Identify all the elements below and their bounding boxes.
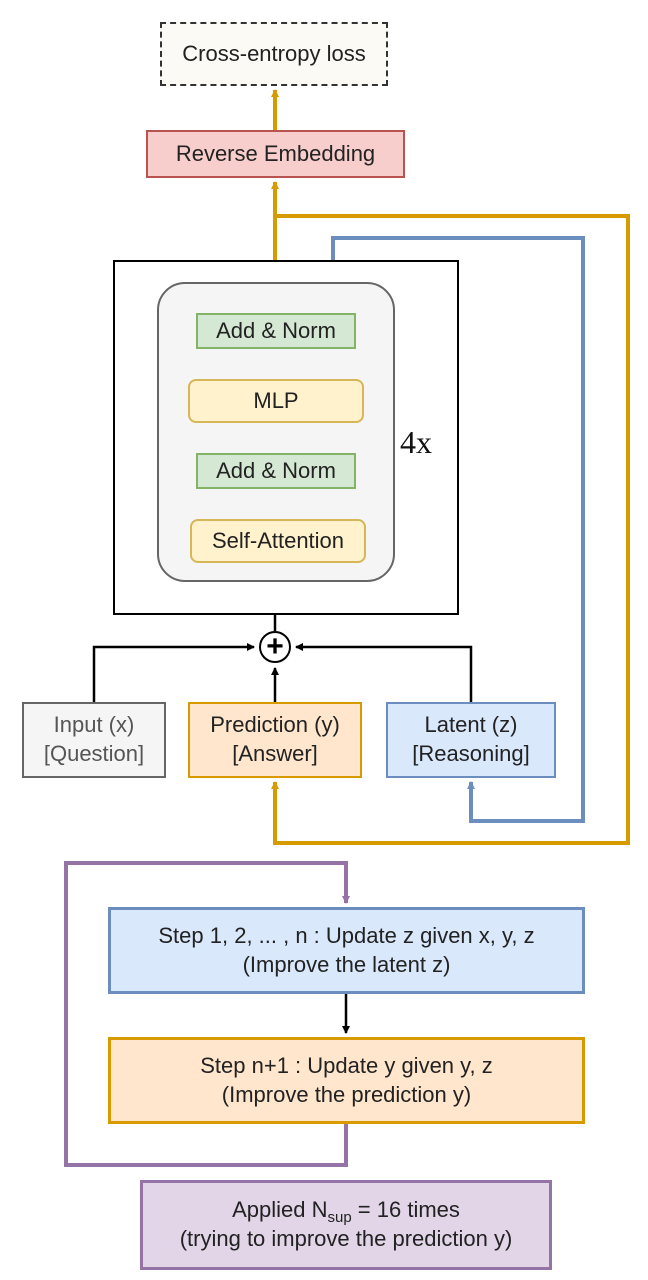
reverse-embedding-box: Reverse Embedding [146,130,405,178]
add-norm-bottom-box: Add & Norm [196,453,356,489]
input-line1: Input (x) [53,712,135,738]
self-attention-box: Self-Attention [190,519,366,563]
plus-symbol: + [266,630,284,663]
loop-recursion [64,861,350,1167]
loss-label: Cross-entropy loss [182,40,366,66]
applied-line1: Applied Nsup = 16 times [232,1196,460,1225]
self-attention-label: Self-Attention [211,527,345,553]
reverse-embedding-label: Reverse Embedding [175,140,376,166]
step2-line1: Step n+1 : Update y given y, z [200,1052,493,1078]
latent-line2: [Reasoning] [412,741,530,766]
latent-z-box: Latent (z) [Reasoning] [386,702,556,778]
prediction-line1: Prediction (y) [210,712,340,738]
prediction-y-box: Prediction (y) [Answer] [188,702,362,778]
feedback-loop-latent [331,236,585,823]
add-norm-top-box: Add & Norm [196,313,356,349]
applied-subscript: sup [327,1209,352,1227]
step2-line2: (Improve the prediction y) [221,1081,472,1107]
latent-line1: Latent (z) [424,712,518,738]
mlp-box: MLP [188,379,364,423]
applied-nsup-box: Applied Nsup = 16 times (trying to impro… [140,1180,552,1270]
step-update-z-box: Step 1, 2, ... , n : Update z given x, y… [108,907,585,994]
prediction-line2: [Answer] [232,741,318,766]
arrow-latent-to-plus [295,643,473,702]
applied-suffix: = 16 times [351,1197,460,1223]
applied-prefix: Applied N [232,1197,328,1223]
step-update-y-box: Step n+1 : Update y given y, z (Improve … [108,1037,585,1124]
repeat-count-label: 4x [400,424,432,460]
add-norm-top-label: Add & Norm [216,317,336,343]
input-line2: [Question] [43,741,145,766]
arrow-input-to-plus [92,643,255,702]
applied-line2: (trying to improve the prediction y) [179,1226,513,1251]
add-norm-bottom-label: Add & Norm [216,457,336,483]
step1-line2: (Improve the latent z) [242,951,451,977]
cross-entropy-loss-box: Cross-entropy loss [160,22,388,86]
mlp-label: MLP [253,387,299,413]
input-x-box: Input (x) [Question] [22,702,166,778]
step1-line1: Step 1, 2, ... , n : Update z given x, y… [158,922,535,948]
plus-combine-icon: + [259,631,291,663]
feedback-loop-prediction [271,214,630,845]
